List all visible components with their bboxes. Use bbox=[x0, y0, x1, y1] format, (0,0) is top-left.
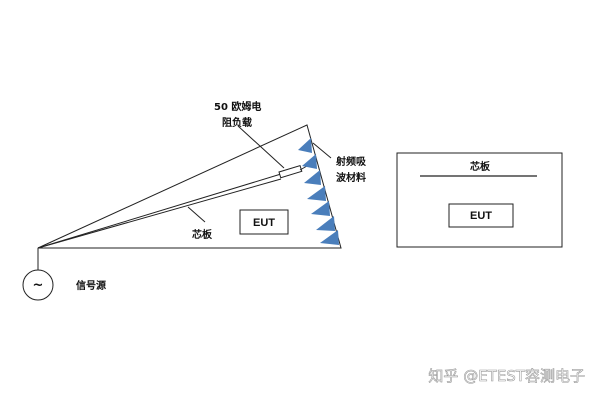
absorber-spike bbox=[304, 170, 321, 185]
absorber-label-line2: 波材料 bbox=[336, 171, 366, 184]
right-box-title: 芯板 bbox=[470, 160, 491, 173]
rf-absorber bbox=[298, 138, 339, 245]
ground-plate-outline bbox=[37, 124, 342, 249]
signal-source-symbol: ~ bbox=[33, 278, 44, 293]
resistor-load bbox=[278, 164, 303, 179]
absorber-spike bbox=[316, 216, 335, 231]
right-panel-box bbox=[396, 152, 563, 248]
source-label: 信号源 bbox=[76, 279, 106, 292]
absorber-spike bbox=[302, 154, 317, 169]
absorber-spike bbox=[320, 230, 339, 245]
stripline-leader-line bbox=[187, 206, 206, 223]
signal-source-icon bbox=[22, 269, 54, 301]
stripline-conductor-top bbox=[37, 173, 282, 249]
eut-box-left bbox=[239, 209, 289, 235]
stripline-label: 芯板 bbox=[192, 228, 213, 241]
absorber-leader-line bbox=[312, 142, 332, 159]
eut-box-right bbox=[448, 203, 514, 228]
load-leader-line bbox=[237, 125, 285, 169]
absorber-spike bbox=[307, 186, 326, 201]
watermark-text: 知乎 @ETEST容测电子 bbox=[428, 367, 585, 385]
load-label-line1: 50 欧姆电 bbox=[214, 100, 261, 113]
eut-right-label: EUT bbox=[470, 210, 492, 222]
load-label-line2: 阻负载 bbox=[222, 116, 252, 129]
absorber-spike bbox=[311, 201, 330, 216]
absorber-spike bbox=[298, 138, 312, 153]
stripline-conductor-bottom bbox=[37, 178, 282, 249]
eut-left-label: EUT bbox=[253, 217, 275, 229]
absorber-label-line1: 射频吸 bbox=[335, 155, 367, 168]
